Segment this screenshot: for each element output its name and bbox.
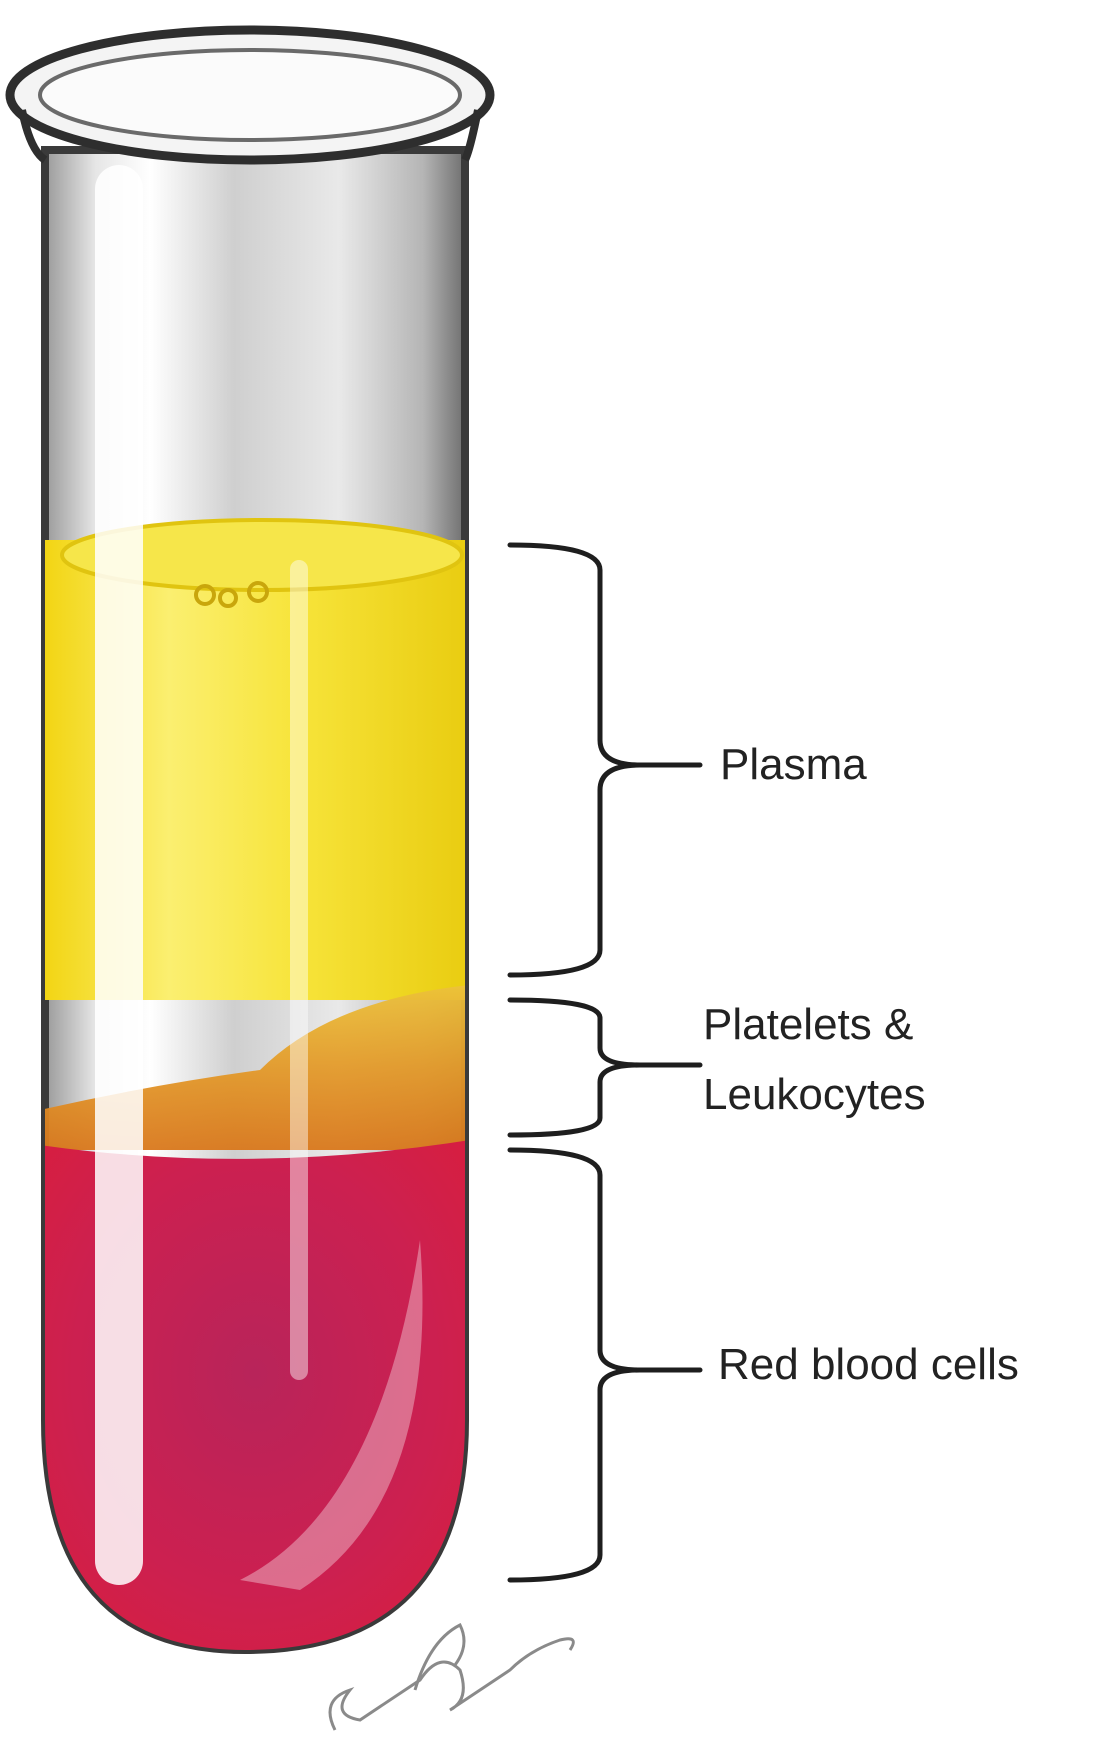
platelets-label-line-2: Leukocytes [703,1060,926,1130]
red-blood-cells-label-text: Red blood cells [718,1330,1019,1400]
test-tube [10,30,490,1660]
platelets-bracket [510,1000,700,1135]
plasma-bracket [510,545,700,975]
plasma-label-text: Plasma [720,730,867,800]
plasma-label: Plasma [720,730,867,800]
red-blood-cells-label: Red blood cells [718,1330,1019,1400]
artist-signature [330,1625,573,1730]
platelets-label-line-1: Platelets & [703,990,926,1060]
red-blood-cells-bracket [510,1150,700,1580]
platelets-leukocytes-label: Platelets & Leukocytes [703,990,926,1130]
